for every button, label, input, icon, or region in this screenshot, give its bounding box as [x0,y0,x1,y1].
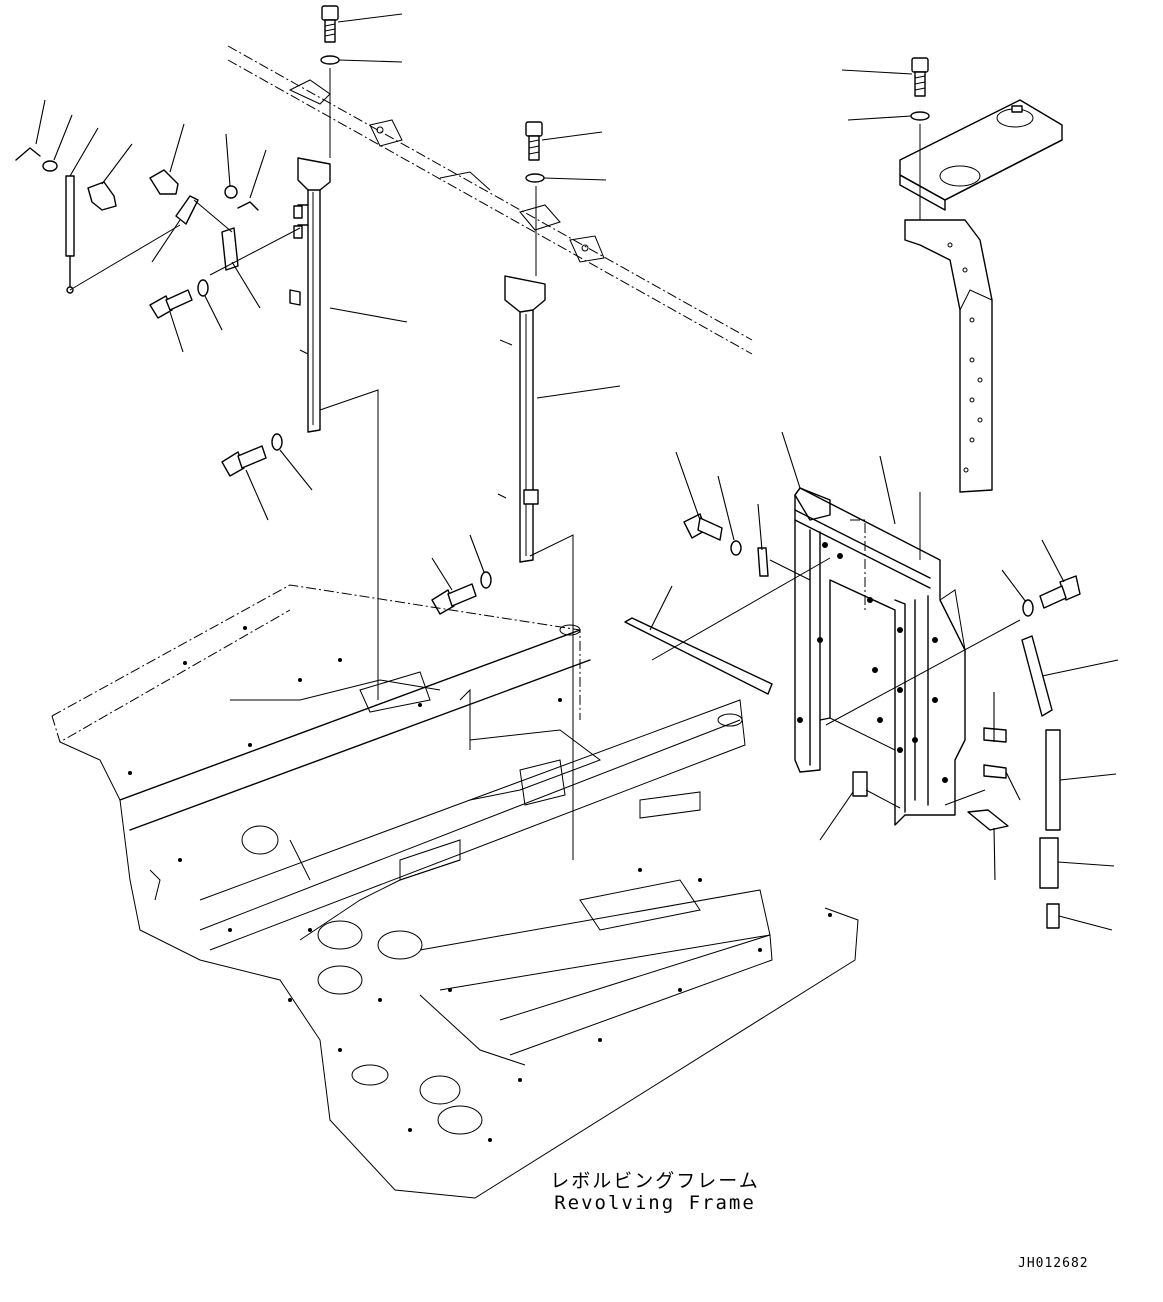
revolving-frame [51,584,859,1199]
frame-label-japanese: レボルビングフレーム [550,1170,760,1192]
middle-pillar [497,275,546,563]
right-top-bracket [899,99,1063,211]
bolts [15,5,1081,617]
right-frame-panel [794,487,966,826]
right-vertical-pillar [904,219,993,493]
seal-strips [624,617,1061,929]
left-pillar [289,157,331,433]
top-rear-beam [227,45,753,355]
assembly-center-lines [69,68,1021,860]
leader-lines [35,13,1119,931]
frame-label-english: Revolving Frame [554,1192,756,1214]
drawing-code: JH012682 [1018,1256,1089,1271]
